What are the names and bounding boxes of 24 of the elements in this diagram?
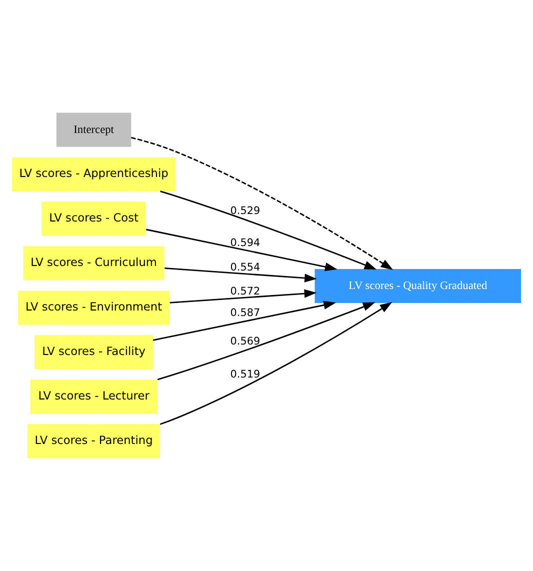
edge-label: 0.554 <box>230 262 260 274</box>
node-box: LV scores - Quality Graduated <box>314 268 522 303</box>
arrow <box>164 267 317 282</box>
arrow <box>146 228 338 272</box>
node-box: LV scores - Environment <box>18 290 170 325</box>
arrow <box>170 289 317 304</box>
edge-label: 0.519 <box>230 368 260 381</box>
edge-label: 0.587 <box>230 307 260 320</box>
arrow <box>160 190 377 270</box>
node-box: LV scores - Facility <box>34 335 153 370</box>
edge-label: 0.569 <box>230 335 260 348</box>
arrow <box>152 300 336 341</box>
arrow <box>160 302 392 425</box>
arrow <box>131 136 394 270</box>
arrow <box>157 302 376 380</box>
node-box: LV scores - Cost <box>42 202 146 236</box>
node-box: LV scores - Apprenticeship <box>12 157 176 192</box>
edge-label: 0.572 <box>230 285 260 298</box>
node-box: LV scores - Lecturer <box>30 380 158 414</box>
edge-label: 0.529 <box>230 204 260 217</box>
node-box: LV scores - Parenting <box>28 424 160 458</box>
node-box: Intercept <box>56 112 132 147</box>
node-box: LV scores - Curriculum <box>23 246 164 280</box>
edge-label: 0.594 <box>230 237 260 250</box>
